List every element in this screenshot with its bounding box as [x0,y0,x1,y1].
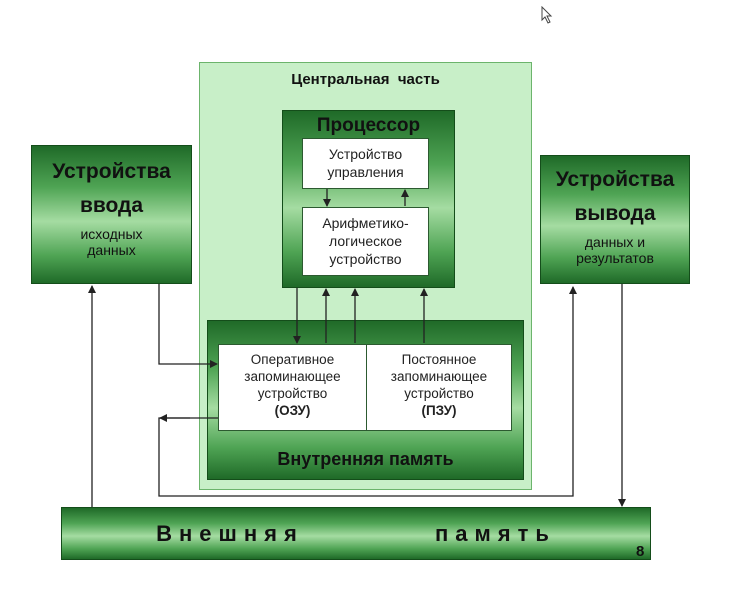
output-devices-box: Устройства вывода данных и результатов [540,155,690,284]
central-part-title: Центральная часть [291,71,440,88]
ram-to-output-line [158,286,577,497]
external-memory-bar [61,507,651,560]
mouse-cursor-icon [541,5,553,24]
ram-label-line1: Оперативное [250,352,335,367]
rom-label-line4: (ПЗУ) [421,403,457,418]
rom-label-line2: запоминающее [390,369,488,384]
input-devices-sub-line1: исходных [80,226,143,242]
control-unit-label-line1: Устройство [328,146,403,162]
alu-label-line1: Арифметико- [322,215,409,231]
ram-label-line3: устройство [257,386,328,401]
internal-memory-title: Внутренняя память [277,449,454,469]
input-devices-box: Устройства ввода исходных данных [31,145,192,284]
external-memory-title: Внешняя память [156,521,556,546]
output-devices-title-line1: Устройства [555,168,675,191]
ram-label-line2: запоминающее [244,369,341,384]
input-devices-title-line1: Устройства [52,160,171,183]
alu-label-line2: логическое [329,233,402,249]
input-to-ram-arrow [158,284,218,368]
input-devices-sub-line2: данных [87,242,136,258]
rom-label-line3: устройство [404,386,474,401]
output-devices-title-line2: вывода [574,202,656,225]
rom-box: Постоянное запоминающее устройство (ПЗУ) [366,344,512,431]
processor-title: Процессор [316,115,421,136]
ram-label-line4: (ОЗУ) [274,403,311,418]
output-devices-sub-line1: данных и [584,234,646,250]
output-devices-sub-line2: результатов [576,250,654,266]
page-number: 8 [636,543,645,560]
alu-label-line3: устройство [329,251,402,267]
control-unit-label-line2: управления [327,164,404,180]
rom-label-line1: Постоянное [401,352,477,367]
input-devices-title-line2: ввода [79,194,144,217]
alu-box: Арифметико- логическое устройство [302,207,429,276]
ram-box: Оперативное запоминающее устройство (ОЗУ… [218,344,367,431]
control-unit-box: Устройство управления [302,138,429,189]
